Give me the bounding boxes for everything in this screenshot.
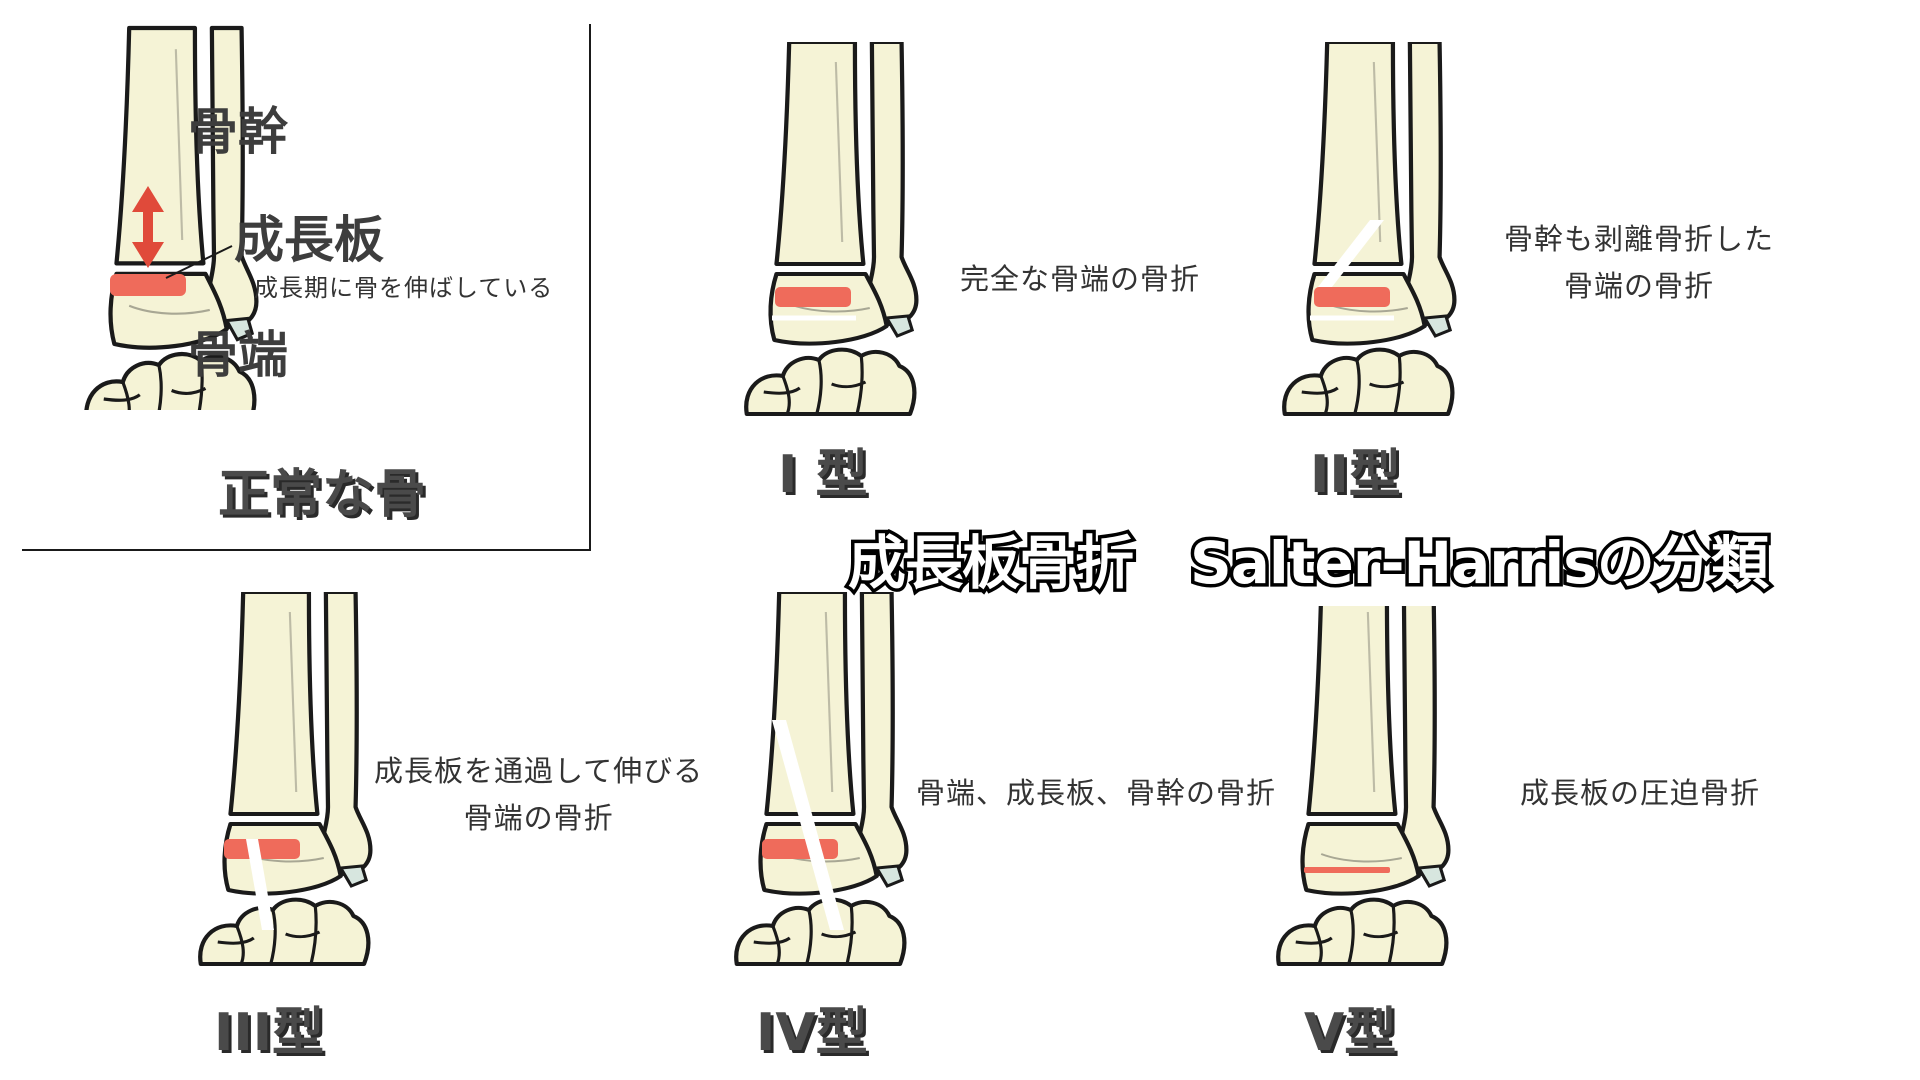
normal-growth-plate xyxy=(110,274,186,296)
type-4-description-line: 骨端、成長板、骨幹の骨折 xyxy=(916,776,1277,810)
epiphysis-label: 骨端 xyxy=(188,326,288,384)
type-3-description-line-2: 骨端の骨折 xyxy=(463,801,614,835)
type-5-description-line: 成長板の圧迫骨折 xyxy=(1520,776,1761,810)
page-title: 成長板骨折 Salter-Harrisの分類 xyxy=(845,526,1773,601)
type-3-fracture-line xyxy=(246,839,274,930)
type-4-bone-illustration xyxy=(736,592,906,964)
normal-panel-frame xyxy=(22,24,591,551)
type-5-growth-plate xyxy=(1304,867,1390,873)
growth-direction-arrow xyxy=(132,186,164,268)
type-3-growth-plate xyxy=(224,839,300,859)
type-1-growth-plate xyxy=(775,287,851,307)
shaft-label: 骨幹 xyxy=(188,103,288,161)
type-3-description: 成長板を通過して伸びる 骨端の骨折 xyxy=(374,748,703,842)
type-4-growth-plate xyxy=(762,839,838,859)
type-5-bone-illustration xyxy=(1278,592,1448,964)
type-3-label: III型 xyxy=(213,1002,325,1064)
type-4-fracture-line xyxy=(772,720,844,930)
type-2-fracture-line xyxy=(1318,220,1384,287)
type-5-description: 成長板の圧迫骨折 xyxy=(1520,770,1760,817)
type-2-description: 骨幹も剥離骨折した 骨端の骨折 xyxy=(1504,216,1774,310)
type-1-description-line: 完全な骨端の骨折 xyxy=(960,262,1201,296)
type-2-bone-illustration xyxy=(1284,42,1454,414)
type-2-description-line-2: 骨端の骨折 xyxy=(1564,269,1715,303)
type-2-description-line-1: 骨幹も剥離骨折した xyxy=(1504,222,1775,256)
type-5-label: V型 xyxy=(1303,1002,1397,1064)
growth-plate-label: 成長板 xyxy=(234,211,384,269)
type-3-description-line-1: 成長板を通過して伸びる xyxy=(374,754,704,788)
growth-plate-pointer xyxy=(165,245,233,279)
type-4-label: IV型 xyxy=(755,1002,869,1064)
type-1-bone-illustration xyxy=(740,40,940,428)
type-2-growth-plate xyxy=(1314,287,1390,307)
growth-plate-note: 成長期に骨を伸ばしている xyxy=(254,274,554,302)
type-4-description: 骨端、成長板、骨幹の骨折 xyxy=(916,770,1276,817)
type-3-bone-illustration xyxy=(200,592,370,964)
type-1-label: I 型 xyxy=(777,444,868,506)
type-2-label: II型 xyxy=(1309,444,1402,506)
type-1-description: 完全な骨端の骨折 xyxy=(960,256,1200,303)
normal-bone-label: 正常な骨 xyxy=(217,464,427,526)
